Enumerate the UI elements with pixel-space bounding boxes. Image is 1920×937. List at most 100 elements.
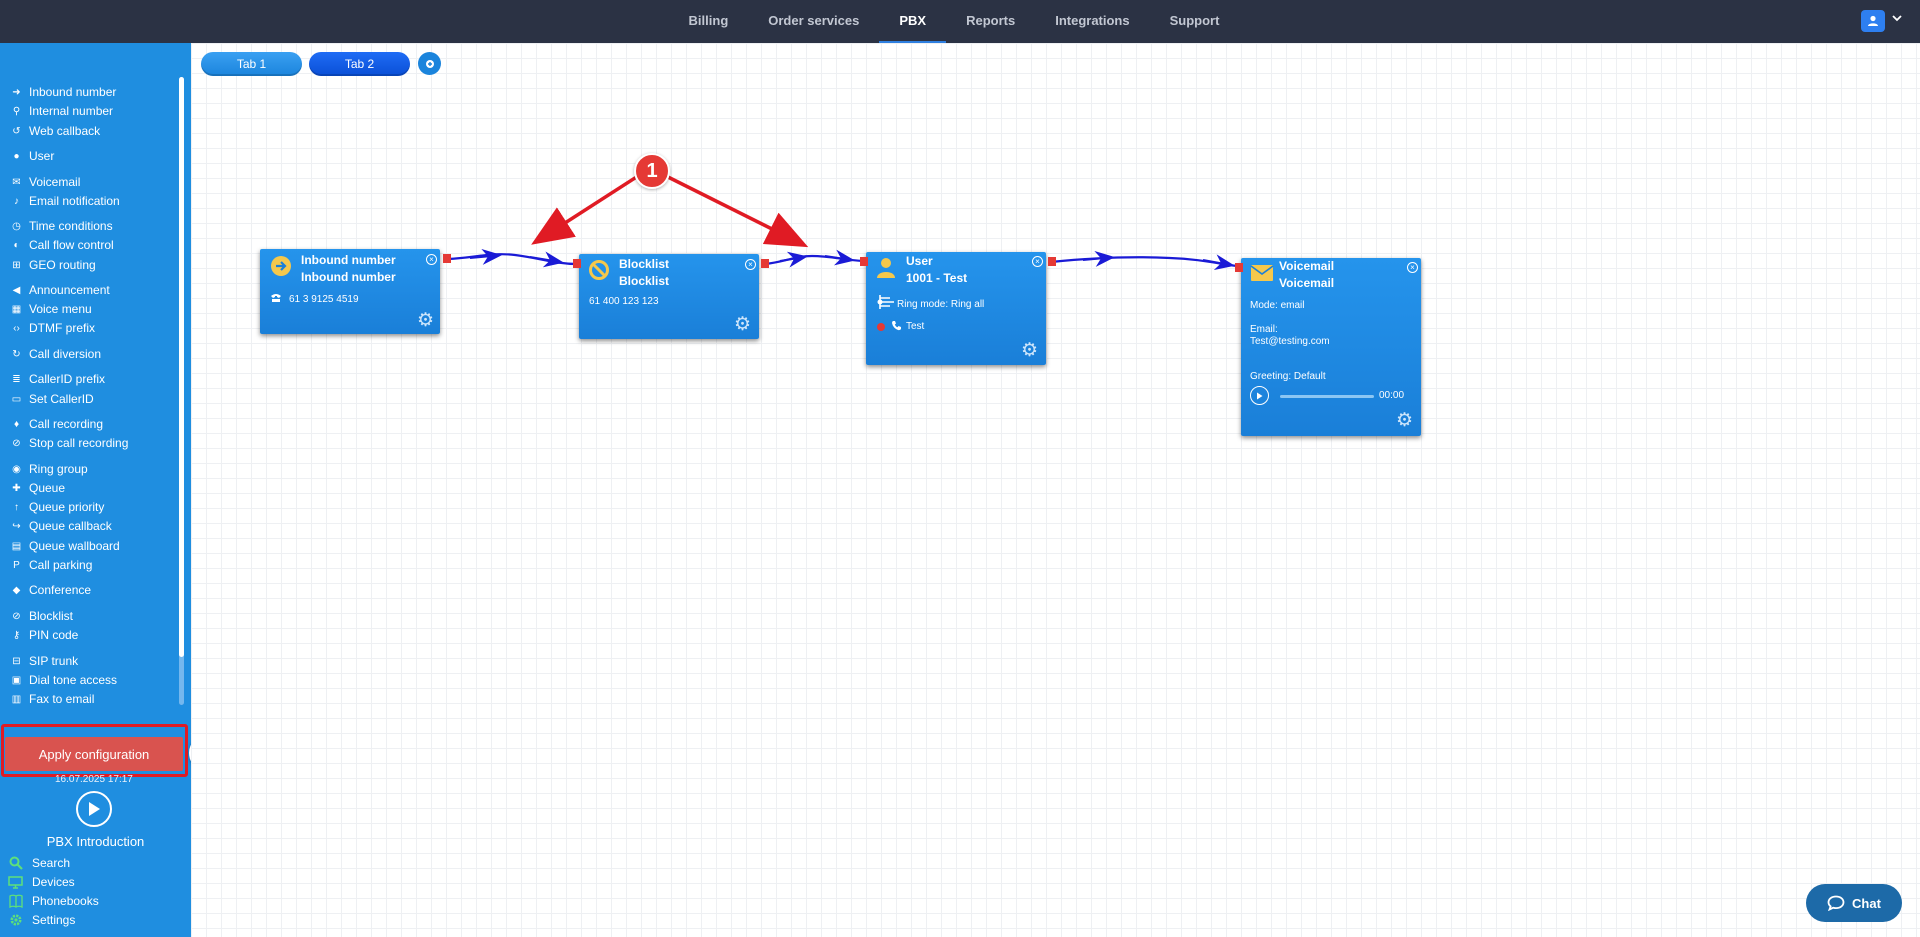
- node-user[interactable]: User 1001 - Test × Ring mode: Ring all T…: [866, 252, 1046, 365]
- sidebar-item-inbound-number[interactable]: ➜Inbound number: [10, 84, 116, 100]
- sidebar-item-label: CallerID prefix: [29, 372, 106, 386]
- lock-icon: ▣: [11, 674, 22, 686]
- output-port[interactable]: [443, 254, 451, 263]
- nav-pbx[interactable]: PBX: [879, 0, 947, 43]
- apply-configuration-button[interactable]: Apply configuration: [5, 737, 183, 771]
- close-icon[interactable]: ×: [1032, 256, 1043, 267]
- input-port[interactable]: [860, 257, 868, 266]
- sidebar-item-voice-menu[interactable]: ▦Voice menu: [10, 301, 92, 317]
- chevron-down-icon[interactable]: [1892, 13, 1902, 25]
- sidebar-devices[interactable]: Devices: [8, 874, 75, 890]
- close-icon[interactable]: ×: [1407, 262, 1418, 273]
- sidebar-item-fax-to-email[interactable]: ▥Fax to email: [10, 691, 95, 707]
- search-icon: [8, 856, 23, 870]
- node-inbound-number[interactable]: Inbound number Inbound number × 61 3 912…: [260, 249, 440, 334]
- sidebar-search[interactable]: Search: [8, 855, 70, 871]
- sidebar-item-label: DTMF prefix: [29, 321, 95, 335]
- sidebar-item-label: Ring group: [29, 462, 88, 476]
- intro-play-button[interactable]: [76, 791, 112, 827]
- sidebar-item-label: Voicemail: [29, 175, 81, 189]
- key-icon: ⚷: [12, 629, 21, 641]
- sidebar-item-call-diversion[interactable]: ↻ Call diversion: [10, 346, 101, 362]
- nav-billing[interactable]: Billing: [688, 13, 729, 28]
- sidebar-scroll-thumb[interactable]: [179, 77, 184, 657]
- voicemail-mode: Mode: email: [1250, 300, 1305, 311]
- phone-icon: [892, 321, 901, 331]
- sidebar-item-email-notification[interactable]: ♪Email notification: [10, 193, 120, 209]
- close-icon[interactable]: ×: [745, 259, 756, 270]
- sidebar-item-geo-routing[interactable]: ⊞GEO routing: [10, 257, 95, 273]
- device-name: Test: [906, 321, 925, 332]
- output-port[interactable]: [1048, 257, 1056, 266]
- sidebar-item-call-recording[interactable]: ♦Call recording: [10, 416, 103, 432]
- settings-gear-icon[interactable]: ⚙: [734, 314, 752, 335]
- sidebar-item-callerid-prefix[interactable]: ≣CallerID prefix: [10, 371, 105, 387]
- nav-integrations[interactable]: Integrations: [1055, 13, 1130, 28]
- greeting-play-button[interactable]: [1250, 386, 1269, 405]
- input-port[interactable]: [1235, 263, 1243, 272]
- sidebar-item-queue[interactable]: ✚Queue: [10, 480, 65, 496]
- sidebar-item-voicemail[interactable]: ✉Voicemail: [10, 174, 80, 190]
- apply-highlight-box: [1, 724, 188, 777]
- settings-gear-icon[interactable]: ⚙: [417, 310, 435, 331]
- sidebar-item-label: Call diversion: [29, 347, 102, 361]
- user-icon: ●: [13, 150, 20, 162]
- bullhorn-icon: ◀: [12, 284, 21, 296]
- node-subtitle: Inbound number: [301, 270, 396, 284]
- sidebar: [0, 43, 191, 937]
- sidebar-settings[interactable]: Settings: [8, 912, 75, 928]
- redo-icon: ↻: [12, 348, 21, 360]
- greeting-time: 00:00: [1379, 390, 1405, 401]
- output-port[interactable]: [761, 259, 769, 268]
- sidebar-item-web-callback[interactable]: ↺Web callback: [10, 123, 100, 139]
- sidebar-item-dtmf-prefix[interactable]: ‹› DTMF prefix: [10, 320, 95, 336]
- sidebar-item-call-flow-control[interactable]: ◐Call flow control: [10, 237, 113, 253]
- account-button[interactable]: [1861, 10, 1885, 32]
- nav-reports[interactable]: Reports: [966, 13, 1016, 28]
- greeting-progress-bar[interactable]: [1280, 395, 1374, 398]
- chat-button[interactable]: Chat: [1806, 884, 1902, 922]
- flow-canvas[interactable]: [191, 43, 1920, 937]
- top-navbar: Billing Order services PBX Reports Integ…: [0, 0, 1920, 43]
- tab-2[interactable]: Tab 2: [309, 52, 410, 76]
- sidebar-item-queue-wallboard[interactable]: ▤Queue wallboard: [10, 538, 120, 554]
- sidebar-item-label: Announcement: [29, 283, 110, 297]
- input-port[interactable]: [573, 259, 581, 268]
- sidebar-item-internal-number[interactable]: ⚲Internal number: [10, 103, 113, 119]
- settings-gear-icon[interactable]: ⚙: [1396, 410, 1414, 431]
- map-pin-icon: ⚲: [12, 105, 21, 117]
- sidebar-phonebooks[interactable]: Phonebooks: [8, 893, 99, 909]
- settings-gear-icon[interactable]: ⚙: [1021, 340, 1039, 361]
- add-tab-button[interactable]: [418, 52, 441, 75]
- sidebar-item-blocklist[interactable]: ⊘Blocklist: [10, 608, 73, 624]
- sidebar-item-set-callerid[interactable]: ▭Set CallerID: [10, 391, 94, 407]
- sidebar-item-ring-group[interactable]: ◉Ring group: [10, 461, 88, 477]
- code-icon: ‹›: [13, 322, 20, 334]
- sidebar-item-pin-code[interactable]: ⚷PIN code: [10, 627, 79, 643]
- node-blocklist[interactable]: Blocklist Blocklist × 61 400 123 123 ⚙: [579, 254, 759, 339]
- user-plus-icon: ✚: [12, 482, 21, 494]
- ban-icon: ⊘: [12, 610, 21, 622]
- sidebar-item-user[interactable]: ●User: [10, 148, 54, 164]
- table-icon: ▤: [11, 540, 22, 552]
- sidebar-item-time-conditions[interactable]: ◷Time conditions: [10, 218, 113, 234]
- sidebar-item-label: Inbound number: [29, 85, 117, 99]
- nav-support[interactable]: Support: [1169, 13, 1220, 28]
- sidebar-item-announcement[interactable]: ◀ Announcement: [10, 282, 110, 298]
- node-subtitle: 1001 - Test: [906, 271, 968, 285]
- tab-1[interactable]: Tab 1: [201, 52, 302, 76]
- node-voicemail[interactable]: Voicemail Voicemail × Mode: email Email:…: [1241, 258, 1421, 436]
- sidebar-item-dial-tone-access[interactable]: ▣Dial tone access: [10, 672, 117, 688]
- sidebar-item-sip-trunk[interactable]: ⊟SIP trunk: [10, 653, 78, 669]
- nav-order-services[interactable]: Order services: [768, 13, 860, 28]
- sidebar-item-queue-callback[interactable]: ↪Queue callback: [10, 518, 111, 534]
- sidebar-item-stop-call-recording[interactable]: ⊘Stop call recording: [10, 435, 128, 451]
- sidebar-item-conference[interactable]: ◆Conference: [10, 582, 91, 598]
- close-icon[interactable]: ×: [426, 254, 437, 265]
- sidebar-item-queue-priority[interactable]: ↑Queue priority: [10, 499, 104, 515]
- sidebar-item-label: Time conditions: [29, 219, 113, 233]
- sitemap-icon: ⊞: [12, 259, 21, 271]
- sidebar-item-label: Call parking: [29, 558, 93, 572]
- arrow-right-circle-icon: [271, 256, 291, 276]
